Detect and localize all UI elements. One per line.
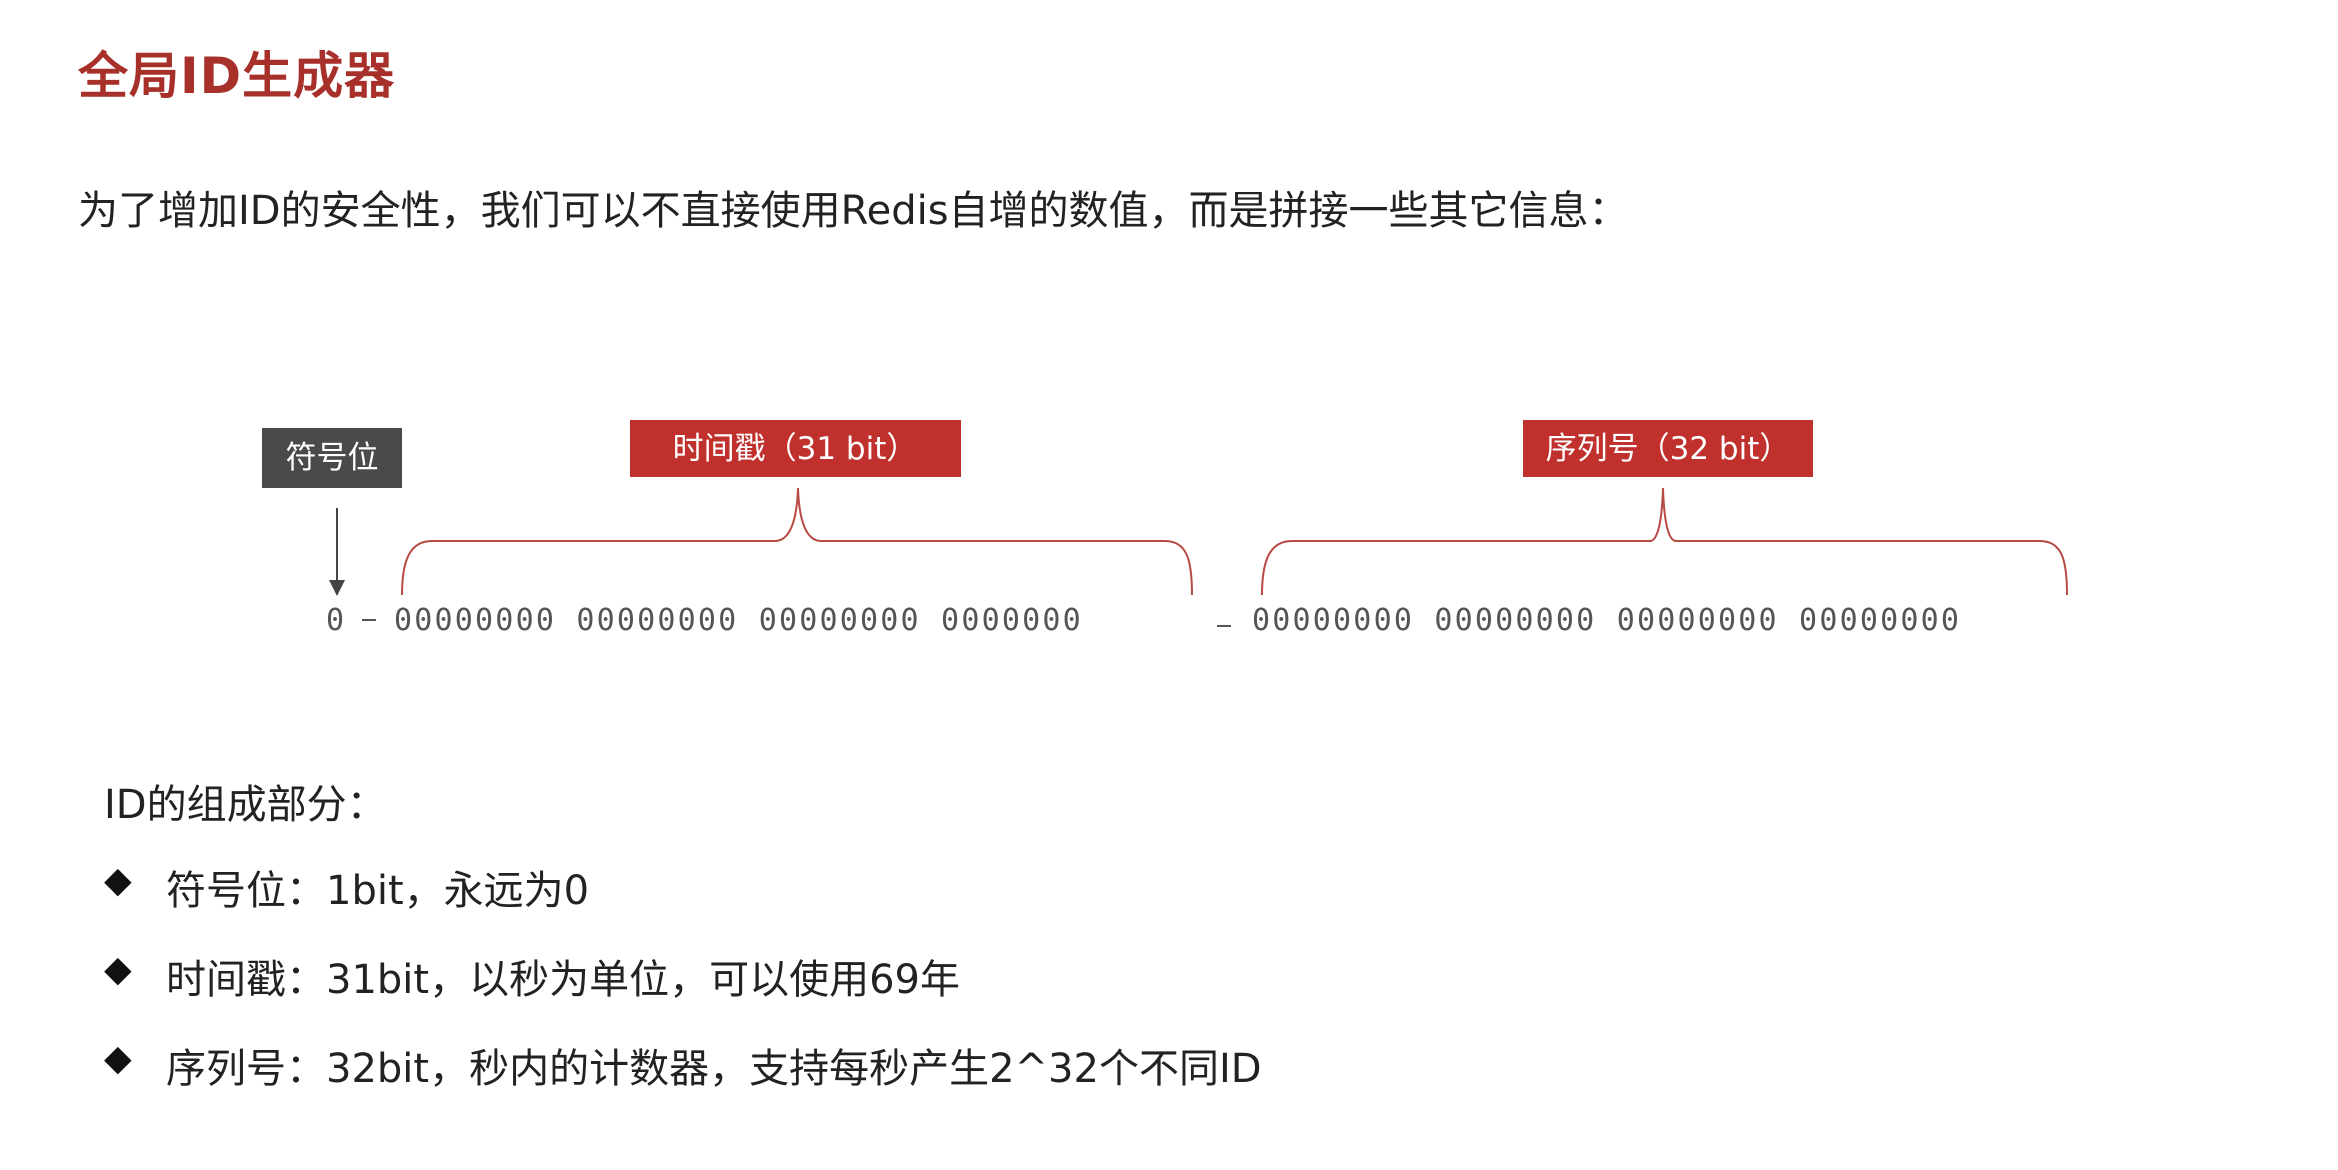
page-title: 全局ID生成器: [78, 47, 396, 105]
list-item: ◆ 时间戳：31bit，以秒为单位，可以使用69年: [104, 947, 1262, 1036]
sequence-label: 序列号（32 bit）: [1546, 431, 1791, 467]
parts-title: ID的组成部分：: [104, 782, 387, 828]
sign-label: 符号位: [286, 440, 379, 476]
list-item-text: 符号位：1bit，永远为0: [166, 868, 590, 914]
list-item: ◆ 序列号：32bit，秒内的计数器，支持每秒产生2^32个不同ID: [104, 1036, 1262, 1125]
list-item-text: 时间戳：31bit，以秒为单位，可以使用69年: [166, 957, 960, 1003]
timestamp-brace: [401, 487, 1193, 596]
list-item: ◆ 符号位：1bit，永远为0: [104, 858, 1262, 947]
intro-text: 为了增加ID的安全性，我们可以不直接使用Redis自增的数值，而是拼接一些其它信…: [78, 188, 1629, 234]
sequence-brace: [1261, 487, 2068, 596]
sequence-label-box: [1523, 420, 1813, 477]
list-item-text: 序列号：32bit，秒内的计数器，支持每秒产生2^32个不同ID: [166, 1046, 1262, 1092]
diamond-bullet-icon: ◆: [104, 860, 132, 901]
sign-arrow-head-icon: [329, 580, 345, 596]
diamond-bullet-icon: ◆: [104, 1038, 132, 1079]
diamond-bullet-icon: ◆: [104, 949, 132, 990]
timestamp-label-box: [630, 420, 961, 477]
parts-list: ◆ 符号位：1bit，永远为0 ◆ 时间戳：31bit，以秒为单位，可以使用69…: [104, 858, 1262, 1125]
timestamp-label: 时间戳（31 bit）: [673, 431, 918, 467]
sign-bit: 0: [326, 603, 346, 638]
sign-label-box: [262, 428, 402, 488]
timestamp-bits: 00000000 00000000 00000000 0000000: [394, 603, 1083, 638]
sequence-bits: 00000000 00000000 00000000 00000000: [1252, 603, 1961, 638]
